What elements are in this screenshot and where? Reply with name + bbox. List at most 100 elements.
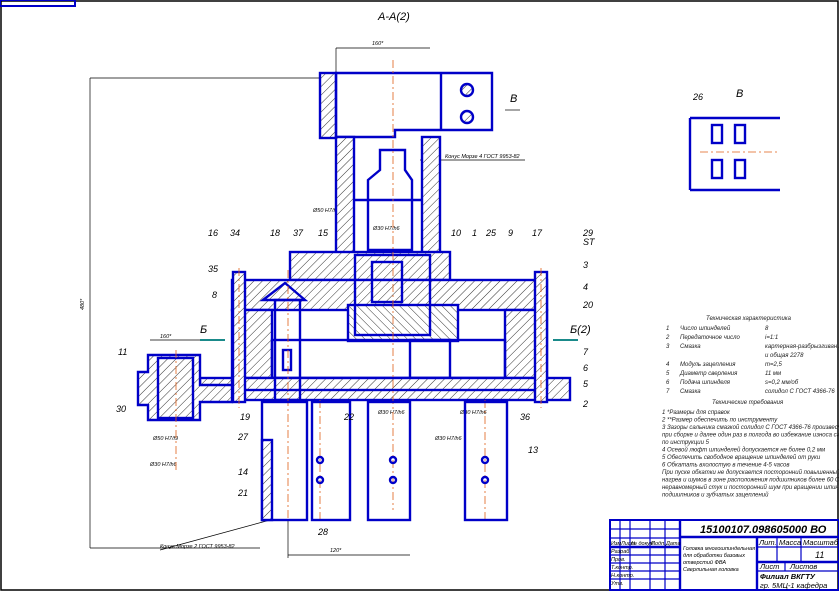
spec-label: Диаметр сверления <box>679 371 738 377</box>
callout: 2 <box>582 399 588 409</box>
callout: 26 <box>692 92 703 102</box>
spec-num: 7 <box>666 389 670 395</box>
requirement-line: неравномерный стук и посторонний шум при… <box>662 484 839 491</box>
spindle-housings <box>260 400 509 522</box>
callout: 22 <box>343 412 354 422</box>
upper-fit-1: Ø50 H7/f9 <box>312 208 338 214</box>
callout: 18 <box>270 228 280 238</box>
spec-num: 5 <box>666 371 670 377</box>
requirement-line: При пуске обкатки не допускается посторо… <box>662 469 839 476</box>
spec-value: 8 <box>765 326 769 332</box>
requirement-line: нагрев и шумов в зоне расположения подши… <box>662 478 839 484</box>
lower-fit-1: Ø30 H7/h6 <box>377 410 406 416</box>
height-dim: 480* <box>80 298 86 310</box>
callout-labels: 16 34 18 37 15 10 1 25 9 17 29 ST 3 4 20… <box>116 228 596 537</box>
callout: 15 <box>318 228 329 238</box>
callout: 20 <box>582 300 593 310</box>
callout: 4 <box>583 282 588 292</box>
column-header: Изм <box>611 541 621 547</box>
requirement-line: подшипников и зубчатых зацеплений <box>662 492 769 499</box>
title-name: для обработки базовых <box>683 553 745 559</box>
tech-req-title: Технические требования <box>712 400 784 406</box>
spec-label: Смазка <box>680 344 701 350</box>
requirement-line: 5 Обеспечить свободное вращение шпинделе… <box>662 454 821 461</box>
header: Масштаб <box>803 538 839 547</box>
view-b-arrow-label: В <box>510 93 517 105</box>
callout: 7 <box>583 347 589 357</box>
role-label: Пров. <box>611 557 626 563</box>
callout: 1 <box>472 228 477 238</box>
requirement-line: 1 *Размеры для справок <box>662 410 731 416</box>
callout: 34 <box>230 228 240 238</box>
requirement-line: 3 Зазоры сальника смазкой солидол С ГОСТ… <box>662 424 839 431</box>
main-body: Б Б(2) <box>198 60 591 520</box>
spec-num: 2 <box>665 335 670 341</box>
lower-morse-note: Конус Морзе 2 ГОСТ 9953-82 <box>160 544 235 550</box>
view-b: В 26 <box>688 88 780 192</box>
section-b-right: Б(2) <box>570 324 591 336</box>
callout: 29 <box>582 228 593 238</box>
spec-label: Смазка <box>680 389 701 395</box>
callout: 25 <box>485 228 497 238</box>
requirement-line: 4 Осевой люфт шпинделей допускается не б… <box>662 447 825 454</box>
header: Лит. <box>758 538 777 547</box>
left-fit-2: Ø30 H7/h6 <box>149 462 178 468</box>
callout: 21 <box>237 488 248 498</box>
upper-housing <box>334 135 442 264</box>
requirement-line: 6 Обкатать вхолостую в течение 4-5 часов <box>662 463 789 469</box>
view-b-title: В <box>736 88 743 100</box>
spec-value: и общая 2278 <box>765 353 804 359</box>
callout: 9 <box>508 228 513 238</box>
callout: 11 <box>118 347 127 357</box>
upper-morse-note: Конус Морзе 4 ГОСТ 9953-82 <box>445 154 520 160</box>
role-label: Утв. <box>610 581 624 587</box>
spec-value: s=0,2 мм/об <box>765 380 799 386</box>
top-dim: 160* <box>372 41 384 47</box>
header: Лист <box>759 562 779 571</box>
spec-label: Передаточное число <box>680 335 741 341</box>
column-header: Лист <box>620 541 636 547</box>
callout: 10 <box>451 228 461 238</box>
spec-label: Число шпинделей <box>680 325 731 332</box>
callout: 13 <box>528 445 538 455</box>
title-name: Головка многошпиндельная <box>683 546 755 552</box>
callout: 30 <box>116 404 126 414</box>
callout: 36 <box>520 412 530 422</box>
callout: 17 <box>532 228 543 238</box>
title-name: отверстий ФВА <box>683 559 726 566</box>
callout: 37 <box>293 228 304 238</box>
callout: 14 <box>238 467 248 477</box>
lower-fit-2: Ø30 H7/h6 <box>434 436 463 442</box>
section-b-left: Б <box>200 324 207 336</box>
requirement-line: по инструкции 5 <box>662 440 710 446</box>
callout: 28 <box>317 527 328 537</box>
drawing-code: 15100107.098605000 ВО <box>700 524 827 536</box>
lower-fit-3: Ø30 H7/h6 <box>459 410 488 416</box>
column-header: Подп. <box>651 541 666 547</box>
callout: 27 <box>237 432 249 442</box>
spec-value: картерная-разбрызгиванием <box>765 344 839 350</box>
tech-specs-title: Техническая характеристика <box>706 316 792 322</box>
header: Листов <box>789 562 817 571</box>
column-header: № докум. <box>631 541 655 547</box>
spec-label: Подача шпинделя <box>680 380 731 386</box>
left-fit-1: Ø50 H7/f9 <box>152 436 178 442</box>
title-block: 15100107.098605000 ВО Головка многошпинд… <box>609 519 839 591</box>
top-adapter-block: В <box>318 71 520 140</box>
column-header: Дата <box>665 541 681 547</box>
left-flange-part <box>136 350 234 470</box>
header: Масса <box>779 538 801 547</box>
spec-num: 3 <box>666 344 670 350</box>
upper-fit-2: Ø30 H7/h6 <box>372 226 401 232</box>
requirement-line: 2 **Размер обеспечить по инструменту <box>661 418 778 424</box>
callout: 3 <box>583 260 588 270</box>
spec-label: Модуль зацепления <box>680 362 736 368</box>
flange-dim: 160* <box>160 334 172 340</box>
spec-num: 6 <box>666 380 670 386</box>
callout: 8 <box>212 290 217 300</box>
callout-box: ST <box>583 237 596 247</box>
role-label: Разраб. <box>611 549 631 555</box>
